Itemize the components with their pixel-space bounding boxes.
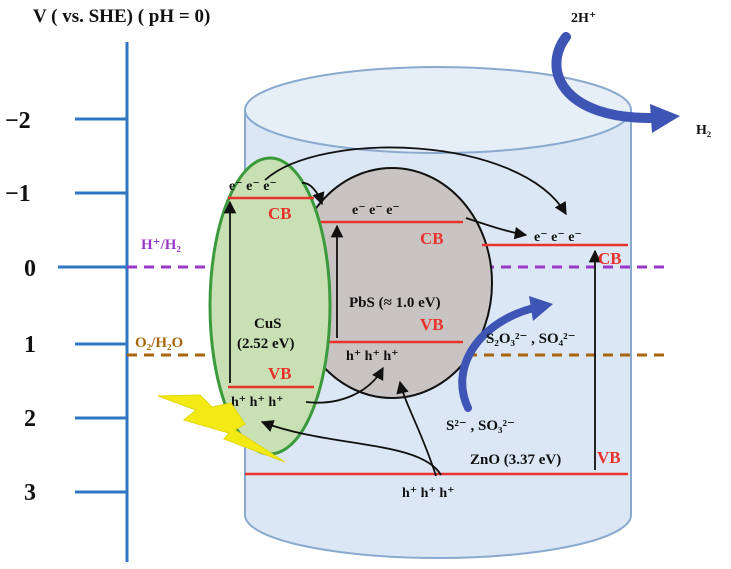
zno-holes: h⁺ h⁺ h⁺ bbox=[402, 486, 455, 501]
zno-electrons: e⁻ e⁻ e⁻ bbox=[534, 230, 582, 245]
hole-transfer-arrow bbox=[305, 366, 384, 404]
reactant-label: 2H⁺ bbox=[571, 11, 596, 26]
pbs-electrons: e⁻ e⁻ e⁻ bbox=[352, 203, 400, 218]
hole-transfer-arrow bbox=[260, 420, 442, 476]
cus-name: CuS bbox=[254, 316, 282, 332]
zno-bands: e⁻ e⁻ e⁻ CB ZnO (3.37 eV) VB h⁺ h⁺ h⁺ bbox=[245, 230, 628, 501]
zno-label: ZnO (3.37 eV) bbox=[470, 452, 561, 468]
pbs-label: PbS (≈ 1.0 eV) bbox=[349, 295, 441, 311]
cus-vb-label: VB bbox=[268, 364, 292, 383]
hydrogen-arrowhead-icon bbox=[650, 104, 680, 133]
hole-transfer-arrow bbox=[396, 380, 437, 477]
charge-transfer-arrows bbox=[260, 146, 567, 477]
tick-label: 1 bbox=[24, 332, 36, 358]
tick-label: 3 bbox=[24, 480, 36, 506]
lightning-bolt-icon bbox=[157, 394, 286, 463]
product-label: H₂ bbox=[696, 123, 711, 138]
tick-label: 0 bbox=[24, 256, 36, 282]
sacrificial-reactants: S²⁻ , SO₃²⁻ bbox=[446, 418, 515, 434]
pbs-vb-label: VB bbox=[420, 315, 444, 334]
tick-label: 2 bbox=[24, 406, 36, 432]
electron-transfer-arrow bbox=[301, 182, 325, 206]
tick-label: −1 bbox=[5, 181, 31, 207]
pbs-particle: e⁻ e⁻ e⁻ CB PbS (≈ 1.0 eV) VB h⁺ h⁺ h⁺ bbox=[291, 167, 493, 399]
o-couple-label: O₂/H₂O bbox=[135, 335, 183, 351]
cus-gap: (2.52 eV) bbox=[237, 336, 294, 352]
cus-electrons: e⁻ e⁻ e⁻ bbox=[229, 179, 277, 194]
tick-label: −2 bbox=[5, 108, 31, 134]
sacrificial-reaction: S₂O₃²⁻ , SO₄²⁻ S²⁻ , SO₃²⁻ bbox=[446, 296, 576, 434]
cylinder-top bbox=[244, 66, 632, 154]
cus-holes: h⁺ h⁺ h⁺ bbox=[231, 395, 284, 410]
cus-particle: e⁻ e⁻ e⁻ CB CuS (2.52 eV) VB h⁺ h⁺ h⁺ bbox=[208, 156, 332, 456]
electron-transfer-arrow bbox=[264, 146, 567, 216]
zno-cb-label: CB bbox=[598, 249, 622, 268]
pbs-cb-label: CB bbox=[420, 229, 444, 248]
pbs-holes: h⁺ h⁺ h⁺ bbox=[346, 349, 399, 364]
potential-axis: V ( vs. SHE) ( pH = 0) −2 −1 0 1 2 3 bbox=[5, 6, 210, 562]
h-couple-label: H⁺/H₂ bbox=[141, 237, 181, 253]
electron-transfer-arrow bbox=[465, 217, 528, 240]
zno-vb-label: VB bbox=[597, 448, 621, 467]
hydrogen-evolution: 2H⁺ H₂ bbox=[551, 11, 711, 138]
sacrificial-arrow-icon bbox=[458, 302, 546, 412]
sacrificial-products: S₂O₃²⁻ , SO₄²⁻ bbox=[486, 331, 576, 347]
sacrificial-arrowhead-icon bbox=[529, 296, 553, 321]
axis-title: V ( vs. SHE) ( pH = 0) bbox=[33, 6, 210, 27]
hydrogen-arrow-icon bbox=[551, 32, 661, 124]
cus-cb-label: CB bbox=[268, 204, 292, 223]
